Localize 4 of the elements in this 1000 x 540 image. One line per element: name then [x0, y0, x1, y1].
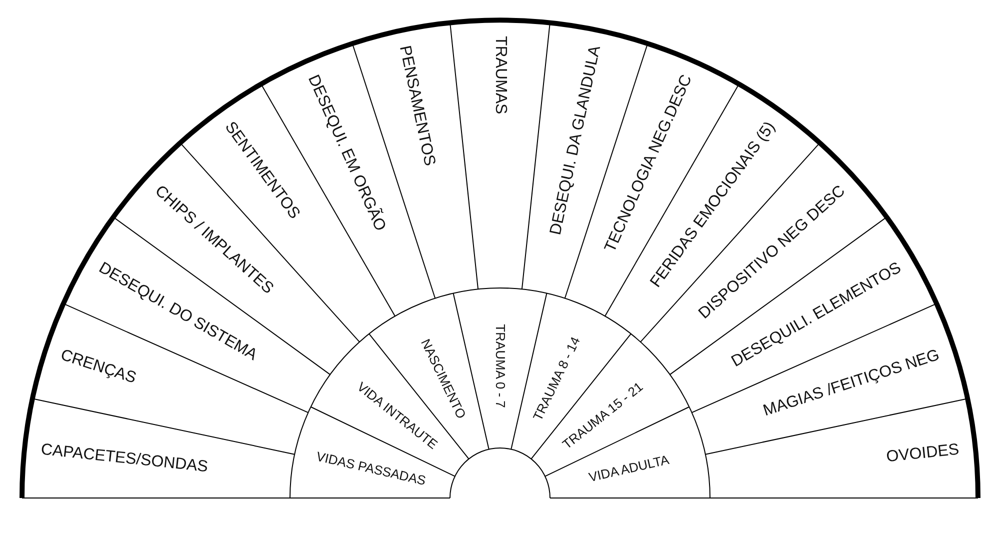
sector-label: VIDA ADULTA: [587, 452, 670, 485]
sector-label: TRAUMA 0 - 7: [492, 324, 508, 408]
sector-label: OVOIDES: [886, 440, 960, 466]
sector-label: TRAUMAS: [491, 36, 509, 114]
